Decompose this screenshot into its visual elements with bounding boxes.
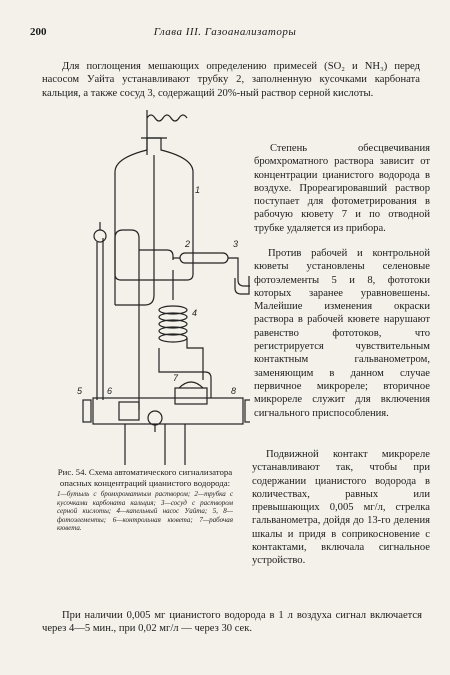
bottle-1 (114, 137, 194, 281)
cuvette-6 (118, 401, 140, 421)
chapter-title: Глава III. Газоанализаторы (153, 26, 297, 38)
tube-2 (179, 252, 229, 264)
photocell-5 (82, 399, 92, 423)
paragraph-contact: Подвижной контакт микрореле устанавливаю… (252, 449, 430, 567)
label-2: 2 (184, 239, 190, 249)
running-header: 200 Глава III. Газоанализаторы (30, 26, 420, 42)
apparatus-diagram: 1 2 3 4 5 6 7 8 (77, 110, 250, 465)
caption-title: Рис. 54. Схема автоматического сигнализа… (57, 467, 233, 488)
label-8: 8 (231, 386, 236, 396)
paragraph-closing: При наличии 0,005 мг цианистого водорода… (42, 610, 422, 635)
base-platform (92, 397, 244, 425)
label-7: 7 (173, 373, 179, 383)
photocell-8 (244, 399, 250, 423)
vessel-3 (228, 257, 250, 287)
paragraph-discoloration: Степень обесцвечивания бромхроматного ра… (254, 143, 430, 234)
label-1: 1 (195, 185, 200, 195)
figure-caption: Рис. 54. Схема автоматического сигнализа… (57, 467, 233, 533)
cuvette-7 (174, 387, 208, 405)
paragraph-intro: Для поглощения мешающих определению прим… (42, 61, 420, 99)
lamp (147, 410, 163, 426)
label-4: 4 (192, 308, 197, 318)
page-number: 200 (30, 26, 47, 38)
spiral-top (146, 114, 188, 122)
label-5: 5 (77, 386, 83, 396)
paragraph-photocells: Против рабочей и контрольной кюветы уста… (254, 248, 430, 419)
label-6: 6 (107, 386, 112, 396)
label-3: 3 (233, 239, 238, 249)
caption-legend: 1—бутыль с бромхроматным раствором; 2—тр… (57, 490, 233, 533)
